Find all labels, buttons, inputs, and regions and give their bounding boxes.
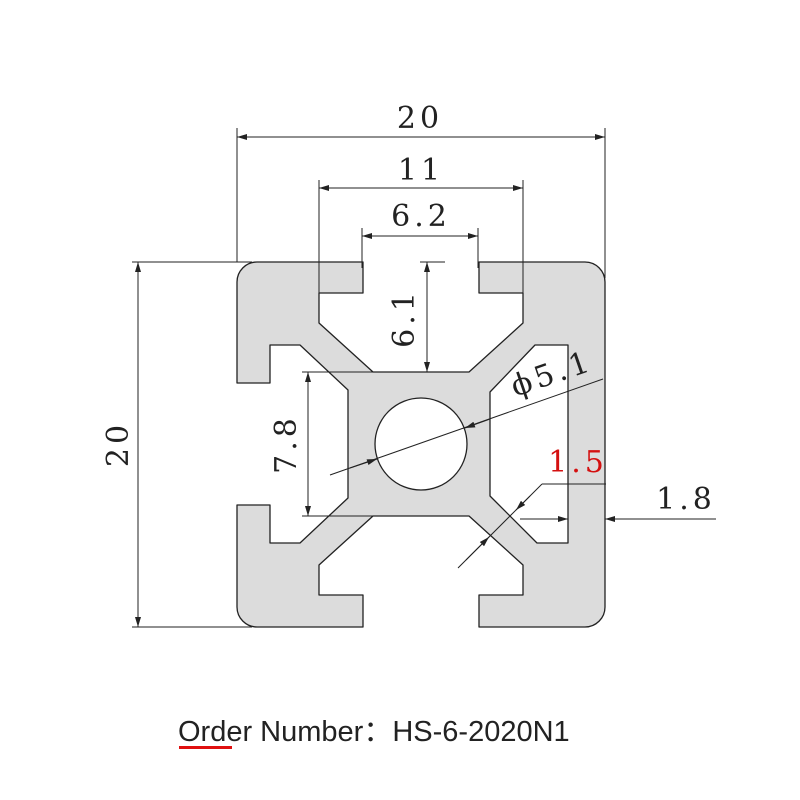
svg-text:20: 20 (101, 421, 136, 467)
dim-slot-depth: 6.1 (387, 261, 445, 372)
svg-text:1.8: 1.8 (656, 482, 716, 517)
svg-text:1.5: 1.5 (548, 445, 608, 480)
dim-wall-thickness: 1.8 (520, 482, 716, 522)
svg-text:7.8: 7.8 (269, 414, 304, 474)
dim-slot-opening: 6.2 (361, 199, 479, 268)
svg-text:11: 11 (398, 153, 444, 188)
order-number-caption: Order Number：HS-6-2020N1 (178, 708, 570, 750)
dim-overall-height: 20 (101, 261, 252, 628)
dim-center-height: 7.8 (269, 371, 375, 517)
profile-section (236, 261, 606, 628)
caption-underline (179, 746, 232, 749)
order-number-label: Order Number： (178, 716, 393, 748)
svg-text:6.2: 6.2 (391, 199, 451, 234)
svg-text:6.1: 6.1 (387, 288, 422, 348)
dim-overall-width: 20 (236, 101, 606, 278)
svg-text:20: 20 (397, 101, 443, 136)
order-number-value: HS-6-2020N1 (392, 716, 570, 748)
dim-slot-outer-width: 11 (318, 153, 524, 298)
dim-web-thickness: 1.5 (457, 445, 608, 569)
